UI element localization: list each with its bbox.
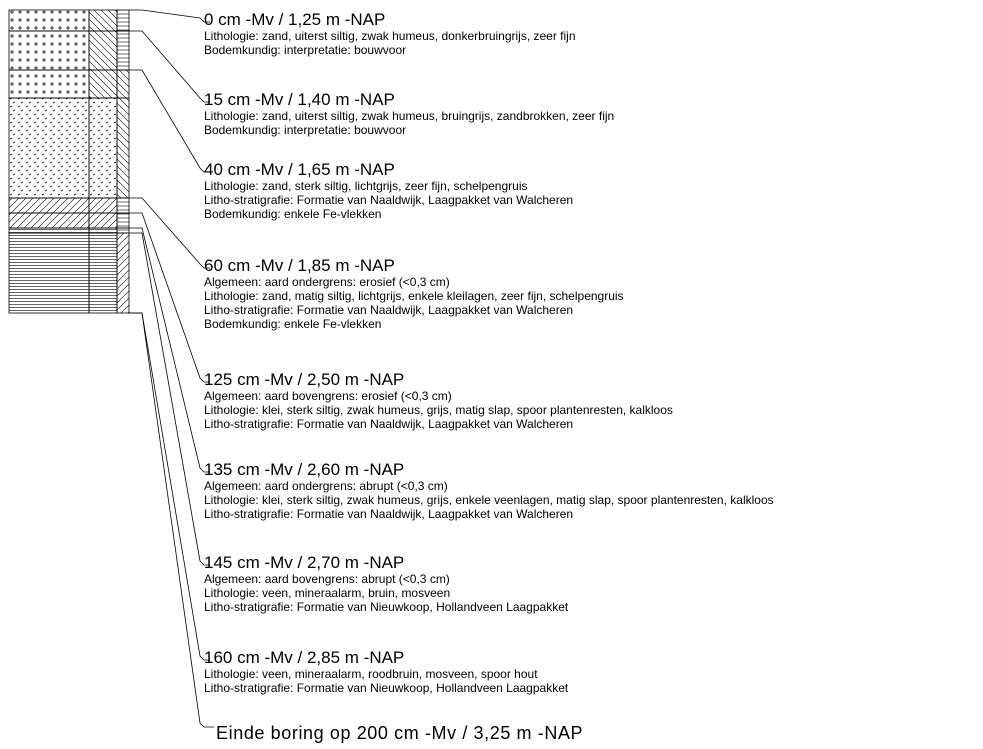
- soil-layer: [8, 197, 90, 214]
- soil-layer: [8, 69, 90, 99]
- layer-description-line: Algemeen: aard bovengrens: abrupt (<0,3 …: [204, 572, 450, 586]
- soil-layer-secondary: [88, 212, 118, 229]
- depth-label: 40 cm -Mv / 1,65 m -NAP: [204, 160, 395, 179]
- soil-layer-secondary: [88, 9, 118, 32]
- soil-layer: [8, 227, 90, 234]
- layer-description-line: Bodemkundig: interpretatie: bouwvoor: [204, 43, 407, 57]
- layer-description-line: Litho-stratigrafie: Formatie van Nieuwko…: [204, 600, 569, 614]
- layer-description-line: Litho-stratigrafie: Formatie van Naaldwi…: [204, 417, 574, 431]
- soil-layer-extra: [116, 9, 130, 32]
- soil-layer-secondary: [88, 227, 118, 234]
- depth-label: 160 cm -Mv / 2,85 m -NAP: [204, 648, 405, 667]
- end-of-boring-label: Einde boring op 200 cm -Mv / 3,25 m -NAP: [216, 723, 584, 743]
- layer-description-line: Lithologie: veen, mineraalarm, bruin, mo…: [204, 586, 451, 600]
- depth-leader-line: [129, 232, 210, 566]
- soil-layer-extra: [116, 30, 130, 71]
- soil-layer-extra: [116, 69, 130, 99]
- layer-description-line: Lithologie: zand, uiterst siltig, zwak h…: [204, 29, 576, 43]
- depth-leader-lines: [129, 9, 214, 728]
- layer-description-line: Lithologie: klei, sterk siltig, zwak hum…: [204, 493, 774, 507]
- layer-description-line: Litho-stratigrafie: Formatie van Naaldwi…: [204, 193, 574, 207]
- layer-description-line: Algemeen: aard ondergrens: erosief (<0,3…: [204, 275, 450, 289]
- soil-layer: [8, 97, 90, 199]
- layer-description-line: Lithologie: zand, matig siltig, lichtgri…: [204, 289, 624, 303]
- depth-label: 135 cm -Mv / 2,60 m -NAP: [204, 460, 405, 479]
- soil-layer-extra: [116, 197, 130, 214]
- depth-leader-line: [129, 9, 210, 23]
- layer-description-line: Lithologie: klei, sterk siltig, zwak hum…: [204, 403, 673, 417]
- layer-description-line: Litho-stratigrafie: Formatie van Nieuwko…: [204, 681, 569, 695]
- depth-leader-line: [129, 69, 210, 173]
- layer-description-line: Bodemkundig: enkele Fe-vlekken: [204, 317, 382, 331]
- depth-leader-line: [129, 227, 210, 473]
- depth-leader-line: [129, 30, 210, 103]
- layer-description-line: Litho-stratigrafie: Formatie van Naaldwi…: [204, 303, 574, 317]
- layer-description-line: Bodemkundig: interpretatie: bouwvoor: [204, 123, 407, 137]
- layer-description-line: Litho-stratigrafie: Formatie van Naaldwi…: [204, 507, 574, 521]
- depth-label: 125 cm -Mv / 2,50 m -NAP: [204, 370, 405, 389]
- soil-layer-secondary: [88, 197, 118, 214]
- soil-layer-extra: [116, 227, 130, 234]
- depth-label: 60 cm -Mv / 1,85 m -NAP: [204, 256, 395, 275]
- layer-description-line: Bodemkundig: enkele Fe-vlekken: [204, 207, 382, 221]
- soil-layer-secondary: [88, 232, 118, 314]
- soil-layer: [8, 232, 90, 314]
- layer-description-line: Algemeen: aard bovengrens: erosief (<0,3…: [204, 389, 452, 403]
- depth-leader-line: [129, 212, 210, 383]
- soil-layer: [8, 212, 90, 229]
- end-leader-line: [129, 312, 214, 728]
- depth-leader-line: [129, 197, 210, 269]
- soil-layer-extra: [116, 232, 130, 314]
- depth-leader-line: [129, 312, 210, 661]
- soil-layer-secondary: [88, 69, 118, 99]
- soil-layer-extra: [116, 212, 130, 229]
- borehole-column: [8, 9, 130, 314]
- layer-description-line: Lithologie: zand, sterk siltig, lichtgri…: [204, 179, 528, 193]
- depth-label: 15 cm -Mv / 1,40 m -NAP: [204, 90, 395, 109]
- layer-description-line: Lithologie: veen, mineraalarm, roodbruin…: [204, 667, 538, 681]
- depth-label: 145 cm -Mv / 2,70 m -NAP: [204, 553, 405, 572]
- soil-layer: [8, 30, 90, 71]
- soil-layer: [8, 9, 90, 32]
- soil-layer-secondary: [88, 97, 118, 199]
- layer-description-line: Lithologie: zand, uiterst siltig, zwak h…: [204, 109, 615, 123]
- soil-layer-extra: [116, 97, 130, 199]
- layer-description-line: Algemeen: aard ondergrens: abrupt (<0,3 …: [204, 479, 448, 493]
- soil-layer-secondary: [88, 30, 118, 71]
- depth-label: 0 cm -Mv / 1,25 m -NAP: [204, 10, 386, 29]
